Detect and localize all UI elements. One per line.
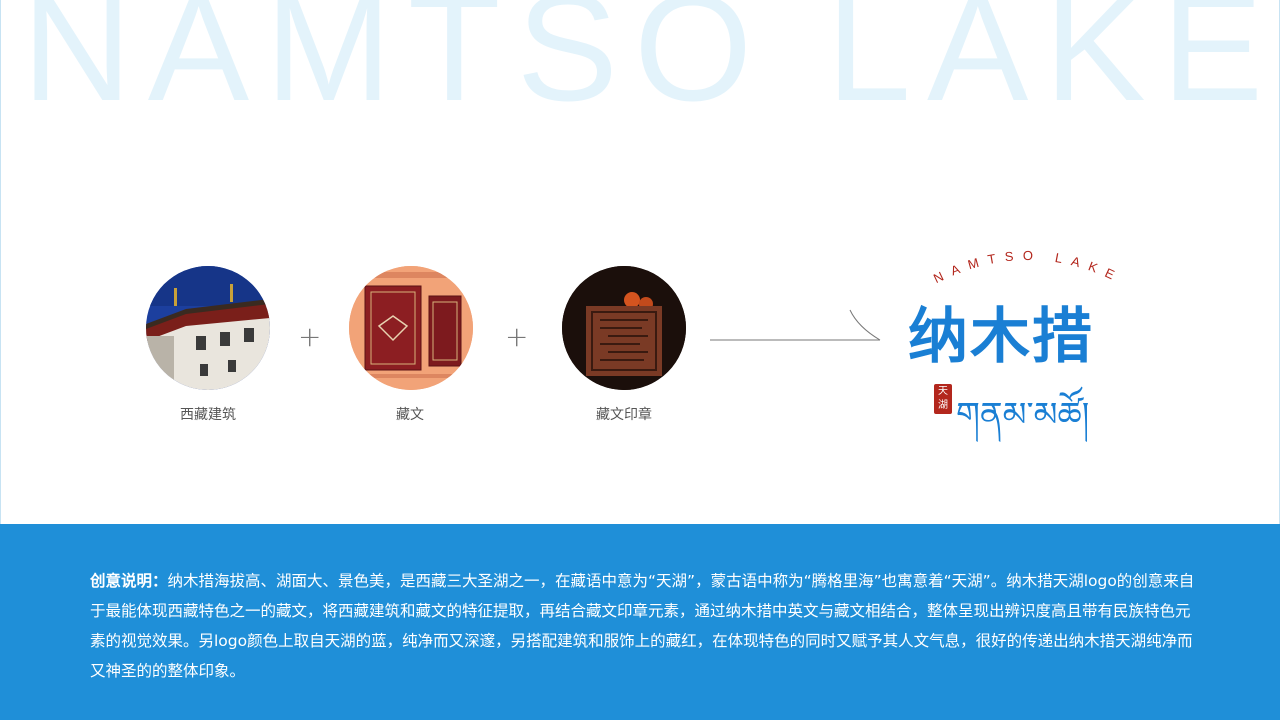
logo-chinese-name: 纳木措	[908, 302, 1094, 372]
element-label-architecture: 西藏建筑	[180, 407, 236, 423]
plus-icon: +	[298, 320, 322, 353]
element-label-tibetan-script: 藏文	[396, 407, 424, 423]
logo-tibetan-text: གནམ་མཚོ།	[956, 395, 1090, 435]
svg-text:NAMTSO LAKE: NAMTSO LAKE	[931, 248, 1125, 286]
logo-english-text: NAMTSO LAKE	[931, 248, 1116, 286]
background-watermark-title: NAMTSO LAKE	[22, 0, 1280, 133]
plus-icon: +	[505, 320, 529, 353]
tibetan-seal-image	[562, 266, 686, 390]
element-label-seal: 藏文印章	[596, 407, 652, 423]
arrow-icon	[710, 309, 881, 341]
description-band	[0, 524, 1280, 720]
tibetan-script-image	[349, 266, 473, 390]
logo-english-arc: NAMTSO LAKE	[931, 248, 1125, 286]
description-text: 纳木措海拔高、湖面大、景色美，是西藏三大圣湖之一，在藏语中意为“天湖”，蒙古语中…	[90, 572, 1195, 680]
architecture-image	[146, 266, 270, 390]
logo-stamp: 天湖	[934, 384, 952, 414]
description: 创意说明：纳木措海拔高、湖面大、景色美，是西藏三大圣湖之一，在藏语中意为“天湖”…	[90, 566, 1195, 686]
description-label: 创意说明：	[90, 572, 168, 590]
